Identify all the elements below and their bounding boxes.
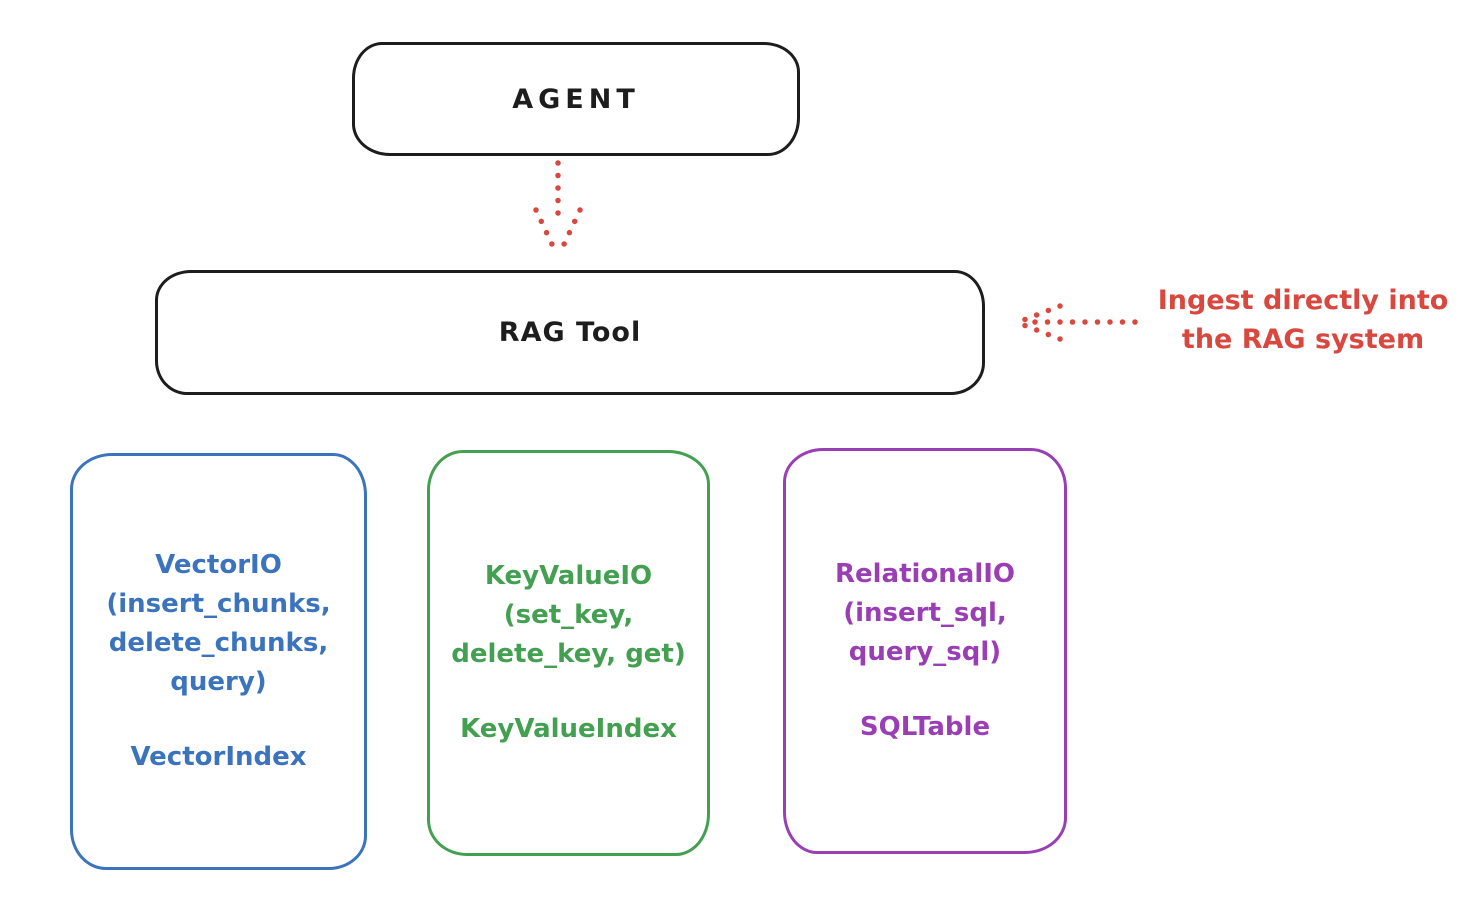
relational-io-title: RelationalIO (834, 559, 1016, 589)
keyvalue-io-signature-line: delete_key, get) (451, 639, 686, 669)
sql-table-label: SQLTable (859, 712, 991, 742)
relational-io-signature-line: (insert_sql, (843, 598, 1007, 628)
vector-io-signature-line: (insert_chunks, (106, 589, 331, 619)
vector-io-signature-line: delete_chunks, (108, 628, 329, 658)
dotted-arrow-left-icon (1018, 303, 1138, 342)
dotted-arrow-down-icon (533, 160, 583, 258)
relational-io-box: RelationalIO (insert_sql, query_sql) SQL… (783, 448, 1067, 854)
keyvalue-io-title: KeyValueIO (484, 561, 653, 591)
keyvalue-io-signature-line: (set_key, (503, 600, 634, 630)
keyvalue-index-label: KeyValueIndex (460, 714, 677, 744)
vector-io-signature-line: query) (170, 667, 267, 697)
agent-label: AGENT (512, 83, 640, 115)
agent-box: AGENT (352, 42, 800, 156)
relational-io-signature-line: query_sql) (848, 637, 1002, 667)
ingest-annotation-line1: Ingest directly into (1157, 285, 1449, 316)
keyvalue-io-box: KeyValueIO (set_key, delete_key, get) Ke… (427, 450, 710, 856)
vector-index-label: VectorIndex (130, 742, 307, 772)
ingest-annotation-line2: the RAG system (1181, 324, 1425, 355)
vector-io-title: VectorIO (155, 550, 282, 580)
rag-tool-label: RAG Tool (498, 317, 642, 348)
vector-io-box: VectorIO (insert_chunks, delete_chunks, … (70, 453, 367, 870)
ingest-annotation: Ingest directly into the RAG system (1128, 281, 1478, 359)
rag-tool-box: RAG Tool (155, 270, 985, 395)
